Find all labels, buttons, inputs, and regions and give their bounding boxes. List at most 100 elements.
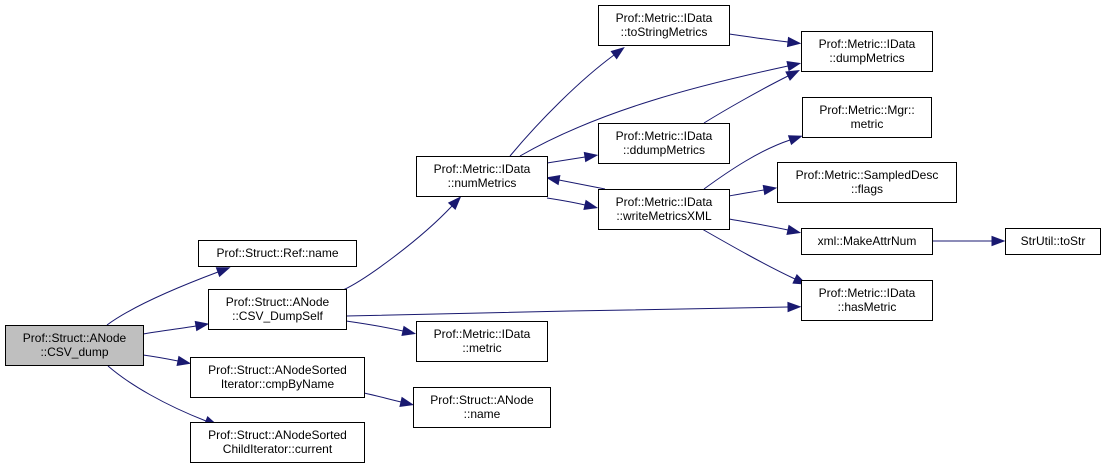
node-makeattrnum[interactable]: xml::MakeAttrNum (801, 228, 933, 255)
node-label: Prof::Struct::ANode (23, 331, 127, 345)
edge-line (728, 189, 765, 197)
node-tostringmetrics[interactable]: Prof::Metric::IData::toStringMetrics (598, 5, 730, 46)
arrowhead-icon (786, 36, 802, 48)
node-box[interactable] (801, 31, 933, 72)
node-box[interactable] (416, 156, 548, 197)
edge-csv_dumpself-to-idata_metric (345, 320, 417, 336)
node-box[interactable] (802, 97, 932, 138)
node-box[interactable] (598, 189, 730, 230)
edge-line (345, 320, 404, 332)
node-box[interactable] (801, 280, 933, 321)
edge-csv_dumpself-to-nummetrics (342, 196, 462, 291)
node-box[interactable] (777, 162, 957, 203)
arrowhead-icon (785, 69, 801, 81)
edge-line (728, 218, 789, 231)
edge-line (106, 271, 219, 326)
edge-nummetrics-to-writemetricsxml (546, 197, 599, 210)
node-label: Prof::Metric::IData (616, 195, 713, 209)
edge-line (728, 33, 789, 43)
edge-csv_dumpself-to-hasmetric (345, 301, 802, 317)
arrowhead-icon (194, 320, 210, 332)
arrowhead-icon (787, 135, 803, 146)
edge-writemetricsxml-to-hasmetric (701, 228, 808, 285)
node-cmpbyname[interactable]: Prof::Struct::ANodeSortedIterator::cmpBy… (190, 357, 365, 398)
arrowhead-icon (215, 267, 231, 278)
node-box[interactable] (198, 240, 357, 267)
node-label: ChildIterator::current (223, 442, 333, 456)
edge-csv_dump-to-ref_name (106, 267, 231, 326)
arrowhead-icon (401, 325, 417, 336)
node-csv-dump[interactable]: Prof::Struct::ANode::CSV_dump (5, 325, 144, 366)
node-label: Prof::Struct::ANode (226, 295, 330, 309)
node-writemetricsxml[interactable]: Prof::Metric::IData::writeMetricsXML (598, 189, 730, 230)
node-label: ::ddumpMetrics (623, 143, 705, 157)
arrowhead-icon (786, 61, 802, 72)
node-ref-name[interactable]: Prof::Struct::Ref::name (198, 240, 357, 267)
node-idata-metric[interactable]: Prof::Metric::IData::metric (416, 321, 548, 362)
arrowhead-icon (991, 235, 1006, 247)
node-box[interactable] (413, 387, 551, 428)
edge-csv_dump-to-csv_dumpself (142, 320, 210, 335)
node-label: Prof::Metric::IData (616, 129, 713, 143)
edge-line (342, 205, 453, 291)
node-dumpmetrics[interactable]: Prof::Metric::IData::dumpMetrics (801, 31, 933, 72)
node-label: Prof::Metric::IData (434, 327, 531, 341)
node-nummetrics[interactable]: Prof::Metric::IData::numMetrics (416, 156, 548, 197)
node-box[interactable] (190, 422, 365, 463)
nodes-layer: Prof::Struct::ANode::CSV_dumpProf::Struc… (5, 5, 1101, 463)
arrowhead-icon (176, 355, 192, 367)
node-box[interactable] (208, 289, 347, 330)
edge-line (558, 179, 606, 190)
edge-writemetricsxml-to-makeattrnum (728, 218, 802, 235)
node-box[interactable] (5, 325, 144, 366)
node-hasmetric[interactable]: Prof::Metric::IData::hasMetric (801, 280, 933, 321)
node-box[interactable] (190, 357, 365, 398)
arrowhead-icon (545, 174, 561, 186)
node-box[interactable] (598, 123, 730, 164)
node-mgr-metric[interactable]: Prof::Metric::Mgr::metric (802, 97, 932, 138)
edge-line (546, 197, 586, 206)
node-tostr[interactable]: StrUtil::toStr (1005, 228, 1101, 255)
edge-line (142, 354, 179, 362)
node-current[interactable]: Prof::Struct::ANodeSortedChildIterator::… (190, 422, 365, 463)
node-label: Prof::Struct::ANodeSorted (208, 363, 347, 377)
node-label: metric (851, 117, 884, 131)
edge-line (546, 156, 586, 164)
node-label: ::name (464, 407, 501, 421)
node-csv-dumpself[interactable]: Prof::Struct::ANode::CSV_DumpSelf (208, 289, 347, 330)
node-label: ::CSV_dump (40, 345, 108, 359)
edge-line (519, 65, 789, 157)
node-label: Prof::Metric::IData (819, 286, 916, 300)
edge-tostringmetrics-to-dumpmetrics (728, 33, 802, 48)
node-box[interactable] (1005, 228, 1101, 255)
edge-line (509, 54, 615, 157)
node-label: Prof::Metric::Mgr:: (819, 103, 914, 117)
edge-ddumpmetrics-to-dumpmetrics (703, 69, 801, 124)
node-label: StrUtil::toStr (1021, 234, 1086, 248)
edge-line (703, 139, 791, 190)
node-label: Prof::Struct::ANodeSorted (208, 428, 347, 442)
node-anode-name[interactable]: Prof::Struct::ANode::name (413, 387, 551, 428)
edge-line (363, 392, 402, 403)
node-label: xml::MakeAttrNum (818, 234, 917, 248)
node-box[interactable] (598, 5, 730, 46)
node-ddumpmetrics[interactable]: Prof::Metric::IData::ddumpMetrics (598, 123, 730, 164)
edge-cmpbyname-to-anode_name (363, 392, 415, 407)
arrowhead-icon (399, 396, 415, 407)
node-label: Prof::Metric::IData (616, 11, 713, 25)
node-label: ::dumpMetrics (829, 51, 904, 65)
node-label: ::hasMetric (838, 300, 897, 314)
arrowhead-icon (447, 196, 462, 210)
edge-line (345, 306, 789, 317)
edge-writemetricsxml-to-flags (728, 184, 778, 197)
edge-csv_dump-to-cmpbyname (142, 354, 192, 367)
edge-nummetrics-to-ddumpmetrics (546, 151, 599, 164)
node-label: Prof::Metric::IData (819, 37, 916, 51)
node-box[interactable] (801, 228, 933, 255)
node-label: Prof::Struct::ANode (430, 393, 534, 407)
node-flags[interactable]: Prof::Metric::SampledDesc::flags (777, 162, 957, 203)
node-box[interactable] (416, 321, 548, 362)
arrowhead-icon (610, 47, 625, 60)
node-label: Prof::Metric::SampledDesc (796, 168, 939, 182)
